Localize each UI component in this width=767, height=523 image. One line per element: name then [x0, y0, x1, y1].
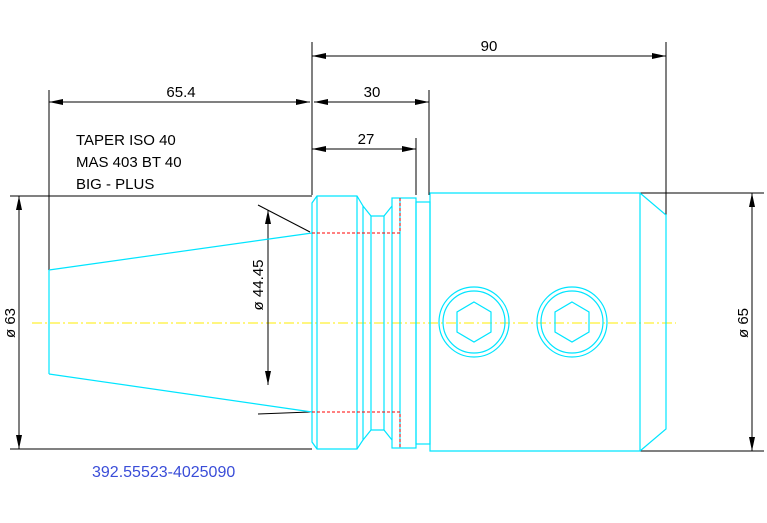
- flange: [311, 195, 431, 450]
- dimension-90: 90: [311, 38, 667, 215]
- dimension-65-4-label: 65.4: [166, 84, 195, 101]
- dimension-dia-63-label: ø 63: [2, 308, 19, 338]
- dimension-dia-44-45: ø 44.45: [250, 204, 311, 415]
- set-screw-right: [536, 286, 608, 358]
- taper-shank: [48, 232, 313, 413]
- dimension-30: 30: [314, 84, 430, 195]
- dimension-27: 27: [312, 131, 417, 195]
- note-line-3: BIG - PLUS: [76, 176, 154, 193]
- set-screw-left: [438, 286, 510, 358]
- note-line-1: TAPER ISO 40: [76, 132, 176, 149]
- dimension-65-4: 65.4: [48, 84, 310, 270]
- hidden-bore-lines: [312, 198, 401, 448]
- dimension-30-label: 30: [364, 84, 381, 101]
- note-line-2: MAS 403 BT 40: [76, 154, 182, 171]
- tool-body: [429, 192, 667, 452]
- dimension-27-label: 27: [358, 131, 375, 148]
- dimension-dia-65: ø 65: [640, 192, 764, 452]
- dimension-90-label: 90: [481, 38, 498, 55]
- dimension-dia-65-label: ø 65: [735, 308, 752, 338]
- dimension-dia-44-45-label: ø 44.45: [250, 260, 267, 311]
- part-number: 392.55523-4025090: [92, 464, 235, 481]
- dimension-dia-63: ø 63: [2, 195, 312, 450]
